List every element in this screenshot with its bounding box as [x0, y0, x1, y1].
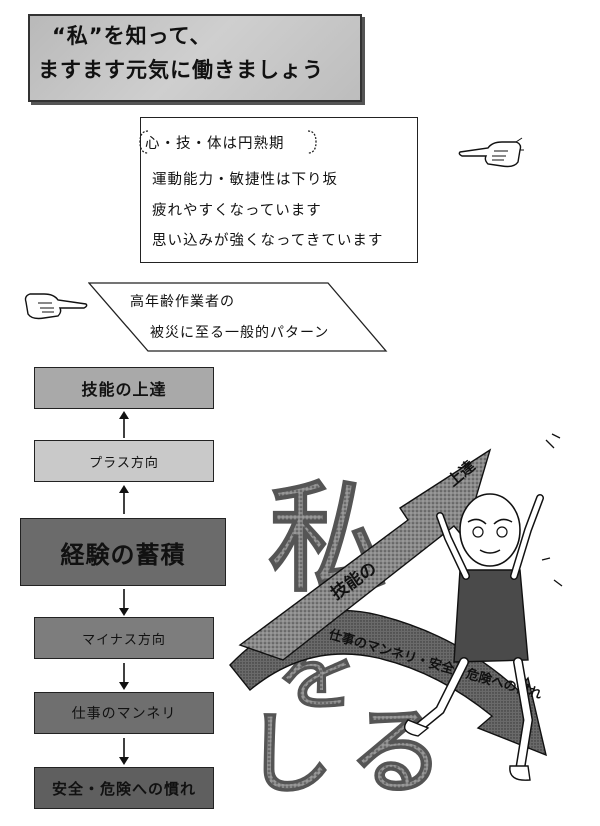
info-line-3: 疲れやすくなっています: [152, 203, 322, 219]
arrow-down-icon: [119, 663, 129, 690]
illustration: 私 を し る 仕事のマンネリ・安全・危険への慣れ 技能の 上達: [229, 433, 563, 808]
flow-step-skill-improvement: 技能の上達: [34, 367, 214, 409]
upward-arrow: [238, 448, 492, 661]
arrow-down-icon: [119, 738, 129, 765]
pattern-line-1: 高年齢作業者の: [130, 294, 235, 310]
info-box: [140, 117, 418, 263]
pattern-parallelogram: [88, 282, 388, 352]
flow-step-routine: 仕事のマンネリ: [34, 692, 214, 734]
info-line-2: 運動能力・敏捷性は下り坂: [152, 172, 338, 188]
pointing-hand-right-icon: [24, 293, 88, 320]
flow-step-experience: 経験の蓄積: [20, 518, 226, 586]
flow-step-minus-direction: マイナス方向: [34, 617, 214, 659]
flow-step-plus-direction: プラス方向: [34, 440, 214, 482]
arrow-down-icon: [119, 589, 129, 616]
arrow-up-icon: [119, 485, 129, 514]
pointing-hand-left-icon: [458, 137, 524, 168]
info-line-4: 思い込みが強くなってきています: [152, 233, 384, 249]
arrow-up-icon: [119, 411, 129, 438]
big-char-shi: し: [244, 702, 334, 807]
old-man-figure: [404, 433, 563, 781]
rounded-bracket-frame: [139, 130, 317, 154]
info-line-1: 心・技・体は円熟期: [145, 136, 285, 152]
title-line-2: ますます元気に働きましょう: [38, 58, 324, 82]
pattern-line-2: 被災に至る一般的パターン: [150, 325, 330, 341]
title-line-1: “私”を知って、: [52, 24, 212, 48]
flow-step-complacency: 安全・危険への慣れ: [34, 767, 214, 809]
title-banner: [28, 14, 362, 102]
